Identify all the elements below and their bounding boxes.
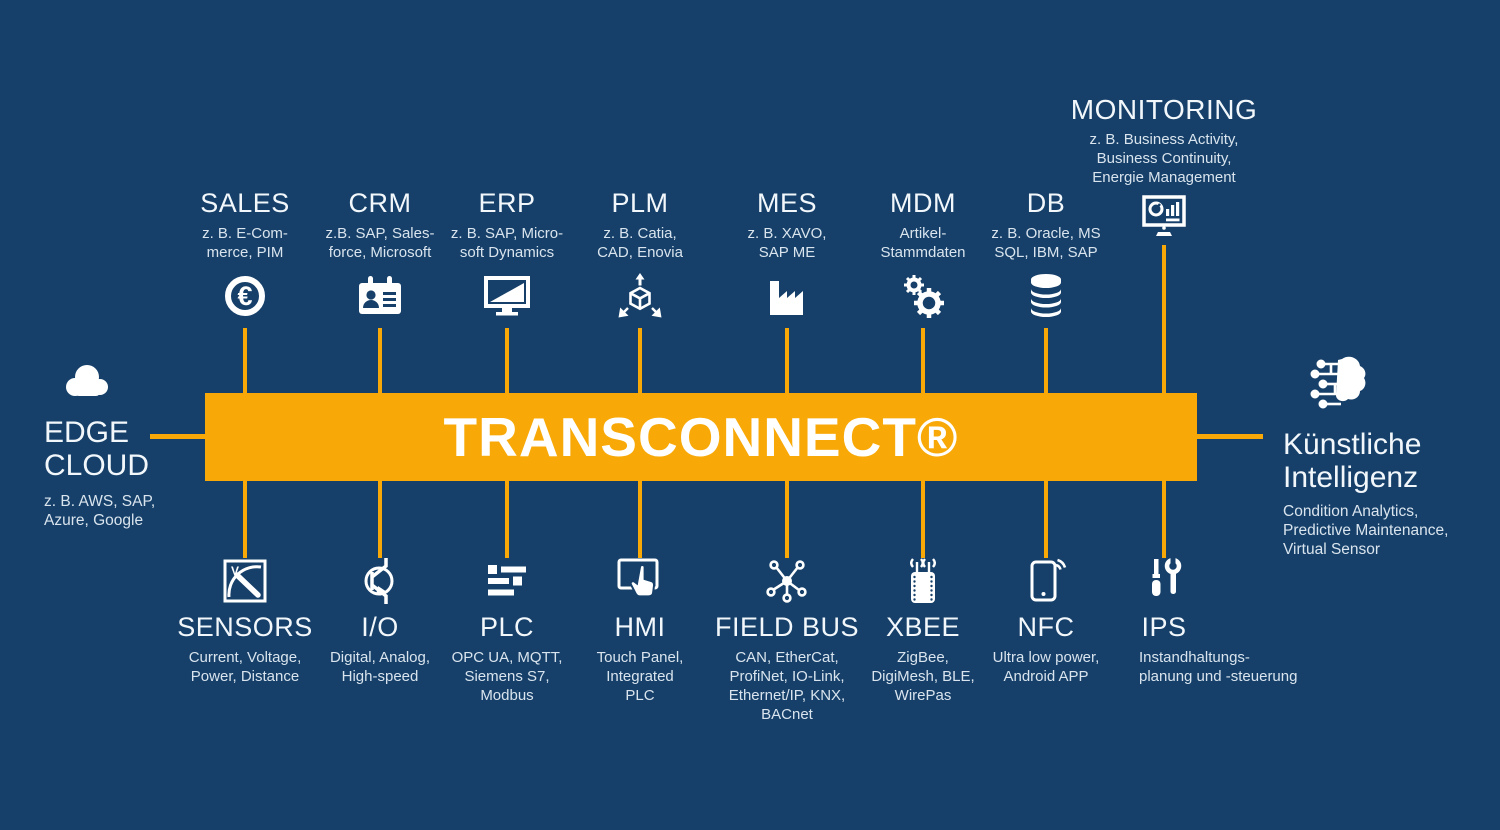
mes-title: MES bbox=[756, 188, 817, 218]
wireless-module-icon bbox=[848, 556, 998, 606]
xbee-subtitle: ZigBee, DigiMesh, BLE, WirePas bbox=[871, 649, 975, 704]
column-db: DB z. B. Oracle, MS SQL, IBM, SAP bbox=[971, 188, 1121, 321]
connector-line bbox=[638, 481, 642, 558]
svg-text:V: V bbox=[231, 564, 239, 578]
column-crm: CRM z.B. SAP, Sales- force, Microsoft bbox=[305, 188, 455, 321]
erp-subtitle: z. B. SAP, Micro- soft Dynamics bbox=[450, 225, 564, 261]
connector-line bbox=[243, 328, 247, 393]
connector-line bbox=[785, 481, 789, 558]
ai-node: Künstliche Intelligenz Condition Analyti… bbox=[1283, 352, 1500, 559]
io-title: I/O bbox=[361, 612, 399, 642]
connector-line bbox=[921, 328, 925, 393]
ai-subtitle: Condition Analytics, Predictive Maintena… bbox=[1283, 503, 1449, 558]
network-icon bbox=[712, 556, 862, 606]
contact-card-icon bbox=[305, 271, 455, 321]
ips-subtitle: Instandhaltungs- planung und -steuerung bbox=[1139, 649, 1298, 685]
tools-icon bbox=[1089, 556, 1239, 606]
sliders-icon bbox=[432, 556, 582, 606]
connector-line bbox=[378, 481, 382, 558]
mes-subtitle: z. B. XAVO, SAP ME bbox=[747, 225, 827, 261]
cube-3d-icon bbox=[565, 271, 715, 321]
ai-title: Künstliche Intelligenz bbox=[1283, 428, 1422, 494]
fieldbus-subtitle: CAN, EtherCat, ProfiNet, IO-Link, Ethern… bbox=[728, 649, 846, 723]
db-title: DB bbox=[1026, 188, 1066, 218]
gauge-icon: V bbox=[170, 556, 320, 606]
connector-line bbox=[785, 328, 789, 393]
column-monitoring: MONITORING z. B. Business Activity, Busi… bbox=[1054, 94, 1274, 239]
connector-line bbox=[638, 328, 642, 393]
column-plm: PLM z. B. Catia, CAD, Enovia bbox=[565, 188, 715, 321]
column-sales: SALES z. B. E-Com- merce, PIM € bbox=[170, 188, 320, 321]
monitor-icon bbox=[432, 271, 582, 321]
connector-line bbox=[1044, 481, 1048, 558]
crm-subtitle: z.B. SAP, Sales- force, Microsoft bbox=[325, 225, 435, 261]
database-icon bbox=[971, 271, 1121, 321]
connector-line bbox=[243, 481, 247, 558]
fieldbus-title: FIELD BUS bbox=[714, 612, 860, 642]
sales-title: SALES bbox=[200, 188, 290, 218]
plm-subtitle: z. B. Catia, CAD, Enovia bbox=[597, 225, 683, 261]
connector-line bbox=[1162, 245, 1166, 393]
column-mdm: MDM Artikel- Stammdaten bbox=[848, 188, 998, 321]
transconnect-bar: TRANSCONNECT® bbox=[205, 393, 1197, 481]
xbee-title: XBEE bbox=[885, 612, 961, 642]
svg-text:€: € bbox=[237, 281, 252, 311]
sales-subtitle: z. B. E-Com- merce, PIM bbox=[202, 225, 288, 261]
monitoring-title: MONITORING bbox=[1070, 94, 1258, 125]
ips-title: IPS bbox=[1141, 612, 1187, 642]
sensors-title: SENSORS bbox=[177, 612, 313, 642]
ai-connector-line bbox=[1197, 434, 1263, 439]
crm-title: CRM bbox=[348, 188, 412, 218]
sensors-subtitle: Current, Voltage, Power, Distance bbox=[188, 649, 302, 685]
monitoring-subtitle: z. B. Business Activity, Business Contin… bbox=[1089, 131, 1239, 186]
transistor-icon bbox=[305, 556, 455, 606]
edge-cloud-connector-line bbox=[150, 434, 205, 439]
column-io: I/O Digital, Analog, High-speed bbox=[305, 556, 455, 686]
column-plc: PLC OPC UA, MQTT, Siemens S7, Modbus bbox=[432, 556, 582, 705]
hmi-subtitle: Touch Panel, Integrated PLC bbox=[596, 649, 684, 704]
cloud-icon bbox=[58, 360, 224, 400]
column-erp: ERP z. B. SAP, Micro- soft Dynamics bbox=[432, 188, 582, 321]
edge-cloud-node: EDGE CLOUD z. B. AWS, SAP, Azure, Google bbox=[44, 360, 224, 530]
column-mes: MES z. B. XAVO, SAP ME bbox=[712, 188, 862, 321]
db-subtitle: z. B. Oracle, MS SQL, IBM, SAP bbox=[991, 225, 1101, 261]
nfc-title: NFC bbox=[1017, 612, 1075, 642]
plc-subtitle: OPC UA, MQTT, Siemens S7, Modbus bbox=[451, 649, 563, 704]
column-sensors: V SENSORS Current, Voltage, Power, Dista… bbox=[170, 556, 320, 686]
ai-brain-icon bbox=[1307, 352, 1500, 414]
factory-icon bbox=[712, 271, 862, 321]
column-ips: IPS Instandhaltungs- planung und -steuer… bbox=[1089, 556, 1297, 686]
connector-line bbox=[378, 328, 382, 393]
column-nfc: NFC Ultra low power, Android APP bbox=[971, 556, 1121, 686]
column-fieldbus: FIELD BUS CAN, EtherCat, ProfiNet, IO-Li… bbox=[712, 556, 862, 724]
plm-title: PLM bbox=[611, 188, 669, 218]
edge-cloud-subtitle: z. B. AWS, SAP, Azure, Google bbox=[44, 493, 156, 529]
dashboard-monitor-icon bbox=[1054, 193, 1274, 239]
connector-line bbox=[921, 481, 925, 558]
connector-line bbox=[505, 481, 509, 558]
hmi-title: HMI bbox=[614, 612, 666, 642]
ecommerce-icon: € bbox=[170, 271, 320, 321]
gears-icon bbox=[848, 271, 998, 321]
connector-line bbox=[505, 328, 509, 393]
connector-line bbox=[1162, 481, 1166, 558]
io-subtitle: Digital, Analog, High-speed bbox=[329, 649, 431, 685]
column-xbee: XBEE ZigBee, DigiMesh, BLE, WirePas bbox=[848, 556, 998, 705]
nfc-subtitle: Ultra low power, Android APP bbox=[992, 649, 1100, 685]
mdm-subtitle: Artikel- Stammdaten bbox=[880, 225, 966, 261]
column-hmi: HMI Touch Panel, Integrated PLC bbox=[565, 556, 715, 705]
erp-title: ERP bbox=[478, 188, 536, 218]
mdm-title: MDM bbox=[890, 188, 956, 218]
touch-panel-icon bbox=[565, 556, 715, 606]
edge-cloud-title: EDGE CLOUD bbox=[44, 416, 150, 482]
smartphone-nfc-icon bbox=[971, 556, 1121, 606]
plc-title: PLC bbox=[479, 612, 535, 642]
connector-line bbox=[1044, 328, 1048, 393]
